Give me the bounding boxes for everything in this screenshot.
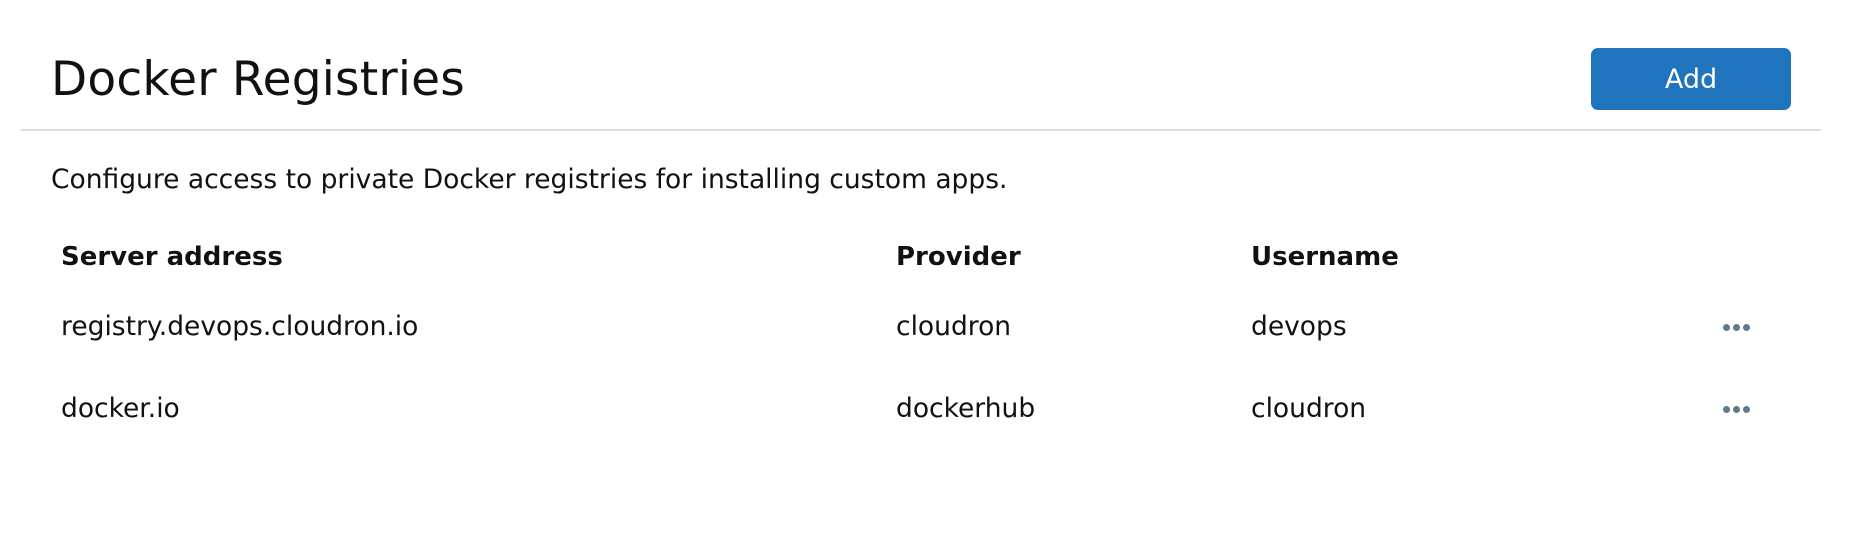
provider-cell: dockerhub	[896, 393, 1036, 424]
username-cell: cloudron	[1251, 393, 1367, 424]
more-horizontal-icon	[1722, 405, 1730, 413]
server-address-cell: docker.io	[61, 393, 180, 424]
table-row: docker.io dockerhub cloudron	[51, 364, 1821, 446]
page-description: Configure access to private Docker regis…	[51, 164, 1008, 195]
column-header-server-address: Server address	[61, 242, 283, 272]
more-horizontal-icon	[1742, 405, 1750, 413]
row-actions-button[interactable]	[1716, 312, 1756, 342]
provider-cell: cloudron	[896, 311, 1012, 342]
column-header-username: Username	[1251, 242, 1399, 272]
username-cell: devops	[1251, 311, 1347, 342]
table-row: registry.devops.cloudron.io cloudron dev…	[51, 282, 1821, 364]
page-title: Docker Registries	[51, 52, 465, 107]
more-horizontal-icon	[1742, 323, 1750, 331]
registries-table: Server address Provider Username registr…	[51, 232, 1821, 446]
more-horizontal-icon	[1732, 323, 1740, 331]
column-header-provider: Provider	[896, 242, 1021, 272]
server-address-cell: registry.devops.cloudron.io	[61, 311, 419, 342]
add-registry-button[interactable]: Add	[1591, 48, 1791, 110]
page-header: Docker Registries Add	[21, 0, 1821, 131]
row-actions-button[interactable]	[1716, 394, 1756, 424]
more-horizontal-icon	[1732, 405, 1740, 413]
table-header-row: Server address Provider Username	[51, 232, 1821, 282]
more-horizontal-icon	[1722, 323, 1730, 331]
